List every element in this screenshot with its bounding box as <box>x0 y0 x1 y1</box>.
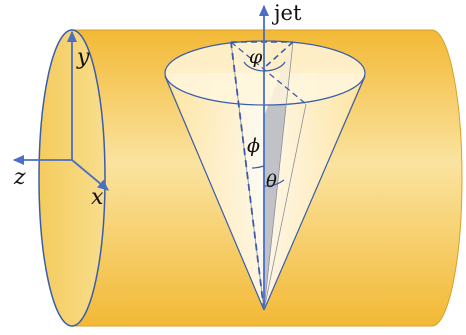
jet-label: jet <box>271 1 302 25</box>
cone-opening-ellipse <box>164 40 366 106</box>
cone-inner-line-2 <box>263 41 294 311</box>
x-axis-label: x <box>91 185 104 210</box>
cone-inner-line-3 <box>263 103 307 311</box>
opening-angle-label: ϕ <box>247 135 260 157</box>
dashed-generator-line <box>230 41 265 311</box>
azimuth-arc <box>243 61 286 72</box>
opening-angle-arc <box>251 165 265 169</box>
dashed-chord-diagonal <box>263 41 294 69</box>
x-axis-arrow <box>71 159 109 191</box>
y-axis-label: y <box>76 45 90 70</box>
azimuth-label: φ <box>249 46 263 68</box>
polar-angle-arc <box>263 179 285 187</box>
z-axis-label: z <box>13 165 26 190</box>
dashed-radius-line <box>230 41 307 105</box>
cylinder-end-cap <box>38 29 106 327</box>
cone-edge-right <box>263 75 366 311</box>
cone-edge-left <box>164 75 265 311</box>
polar-angle-label: θ <box>266 171 277 192</box>
